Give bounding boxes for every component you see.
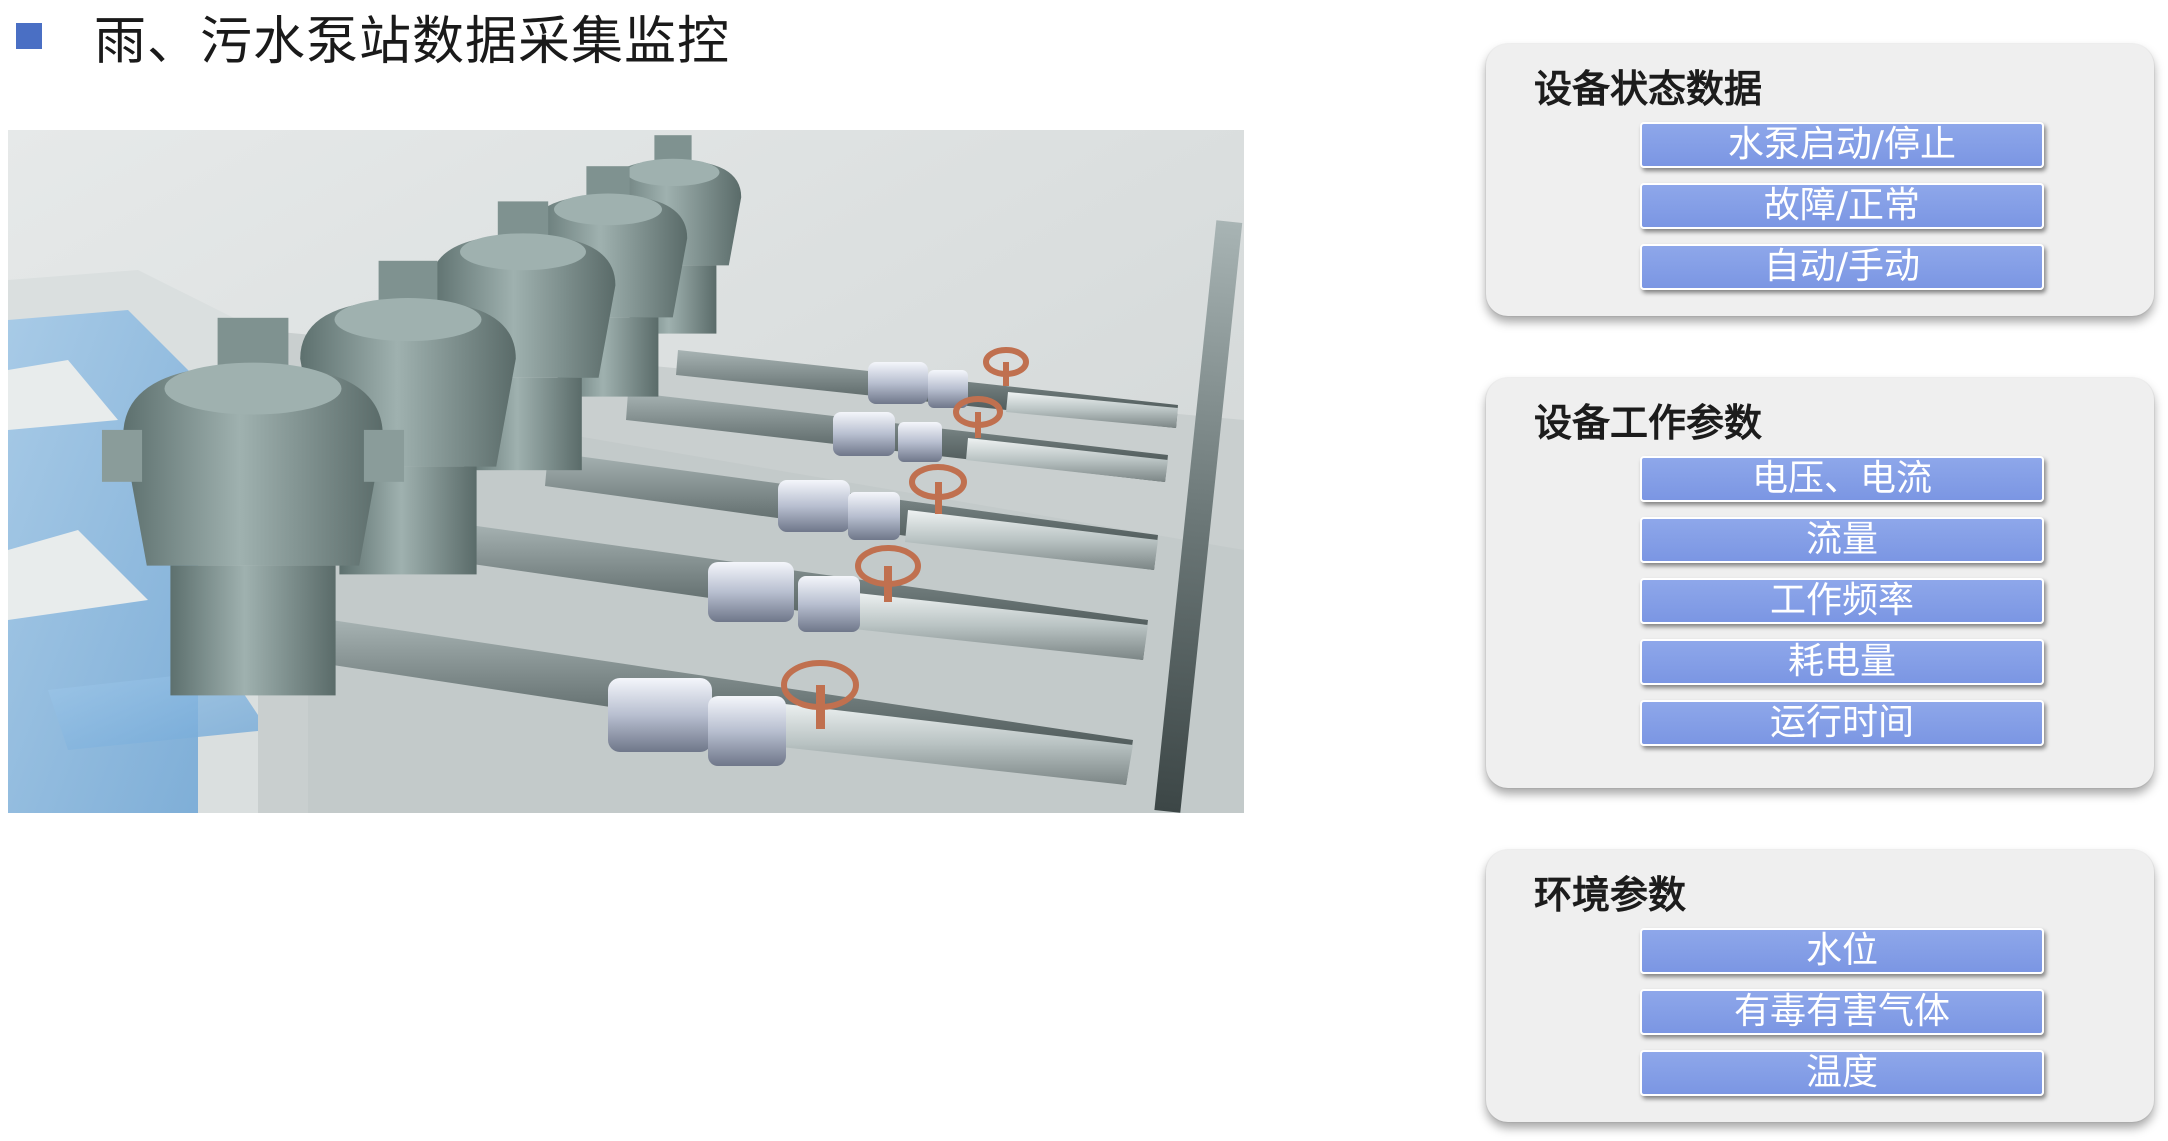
panel-device-params: 设备工作参数 电压、电流 流量 工作频率 耗电量 运行时间 (1486, 378, 2154, 788)
panel-title: 设备状态数据 (1534, 67, 1763, 111)
tag-pump-start-stop: 水泵启动/停止 (1640, 122, 2044, 168)
page-title: 雨、污水泵站数据采集监控 (94, 11, 731, 72)
tag-auto-manual: 自动/手动 (1640, 244, 2044, 290)
pump-station-drawing (8, 130, 1244, 813)
tag-flow: 流量 (1640, 517, 2044, 563)
tag-voltage-current: 电压、电流 (1640, 456, 2044, 502)
tag-fault-normal: 故障/正常 (1640, 183, 2044, 229)
panel-environment-params: 环境参数 水位 有毒有害气体 温度 (1486, 850, 2154, 1122)
panel-title: 环境参数 (1534, 873, 1687, 917)
panel-title: 设备工作参数 (1534, 401, 1763, 445)
pump-station-illustration (8, 130, 1244, 813)
page-header: 雨、污水泵站数据采集监控 (16, 0, 730, 72)
tag-runtime: 运行时间 (1640, 700, 2044, 746)
tag-frequency: 工作频率 (1640, 578, 2044, 624)
tag-toxic-gas: 有毒有害气体 (1640, 989, 2044, 1035)
tag-water-level: 水位 (1640, 928, 2044, 974)
tag-temperature: 温度 (1640, 1050, 2044, 1096)
panel-device-status: 设备状态数据 水泵启动/停止 故障/正常 自动/手动 (1486, 44, 2154, 316)
tag-power-consumption: 耗电量 (1640, 639, 2044, 685)
title-bullet (16, 23, 42, 49)
